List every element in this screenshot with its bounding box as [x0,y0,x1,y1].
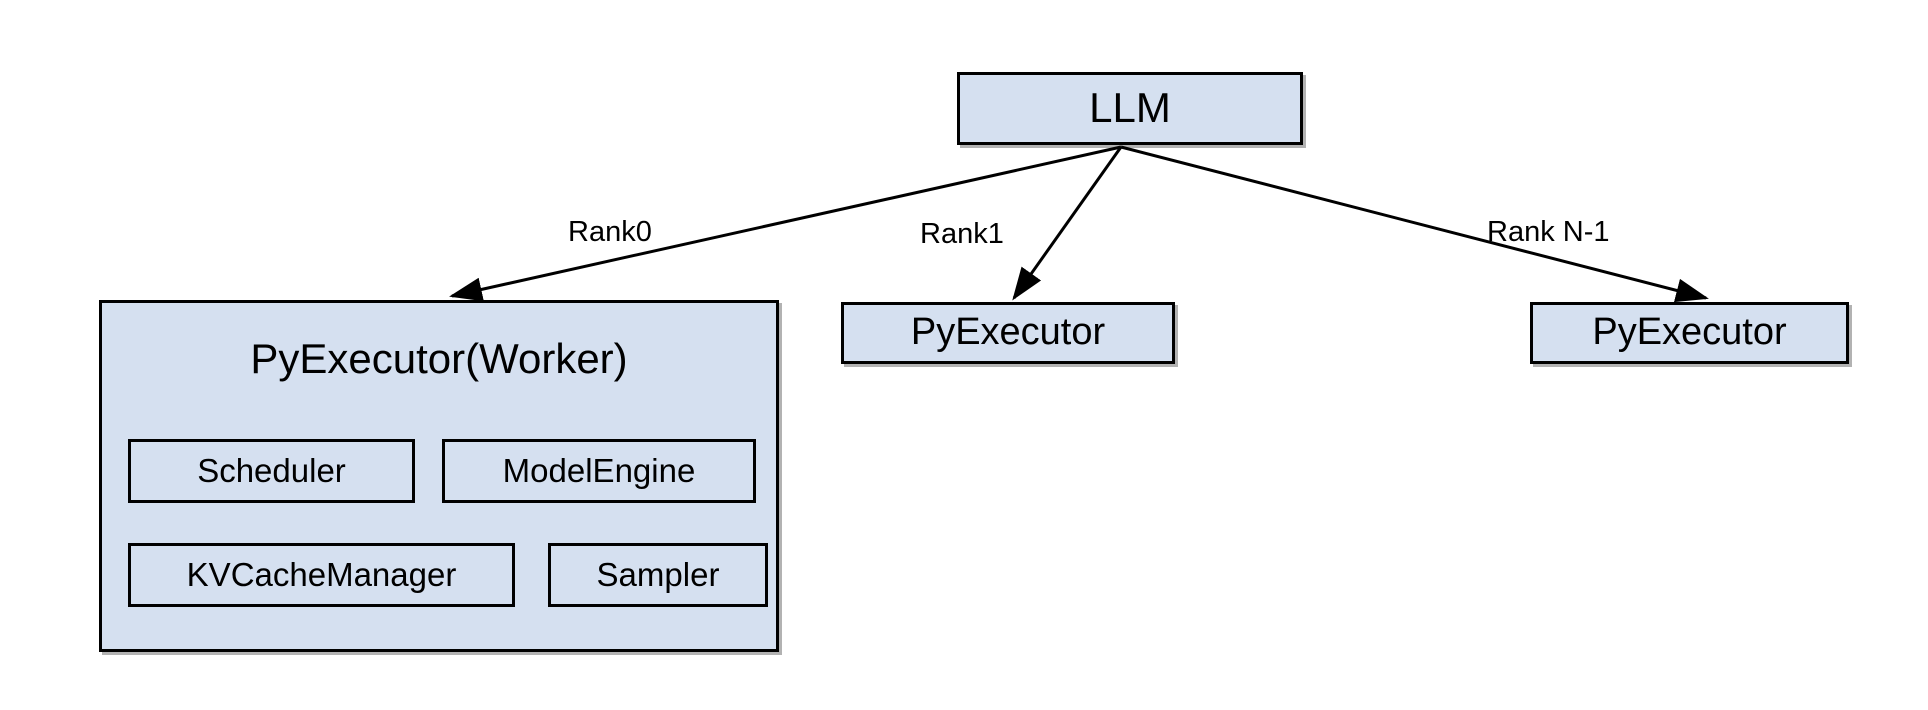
edge-label-rank1: Rank1 [920,218,1004,250]
edge-llm-to-worker [449,145,1122,302]
node-llm-label: LLM [1089,84,1171,132]
node-pyexecutor-rank1[interactable]: PyExecutor [841,302,1175,364]
node-model-engine-label: ModelEngine [502,452,696,489]
node-pyexecutor-rank-n-1-label: PyExecutor [1592,311,1787,354]
edge-label-rank-n-1: Rank N-1 [1487,216,1610,248]
node-pyexecutor-worker[interactable]: PyExecutor(Worker) Scheduler ModelEngine… [99,300,779,652]
node-scheduler-label: Scheduler [197,452,346,489]
node-llm[interactable]: LLM [957,72,1303,145]
edge-llm-to-executor-rankn [1120,145,1709,303]
node-pyexecutor-rank-n-1[interactable]: PyExecutor [1530,302,1849,364]
node-model-engine[interactable]: ModelEngine [442,439,756,503]
edge-label-rank0: Rank0 [568,216,652,248]
node-pyexecutor-rank1-label: PyExecutor [910,311,1106,354]
node-sampler[interactable]: Sampler [548,543,768,607]
node-kv-cache-manager[interactable]: KVCacheManager [128,543,515,607]
node-pyexecutor-worker-label: PyExecutor(Worker) [250,335,628,382]
edge-llm-to-executor-rank1 [1012,146,1123,301]
node-scheduler[interactable]: Scheduler [128,439,415,503]
node-sampler-label: Sampler [596,556,720,593]
node-kv-cache-manager-label: KVCacheManager [186,556,457,593]
